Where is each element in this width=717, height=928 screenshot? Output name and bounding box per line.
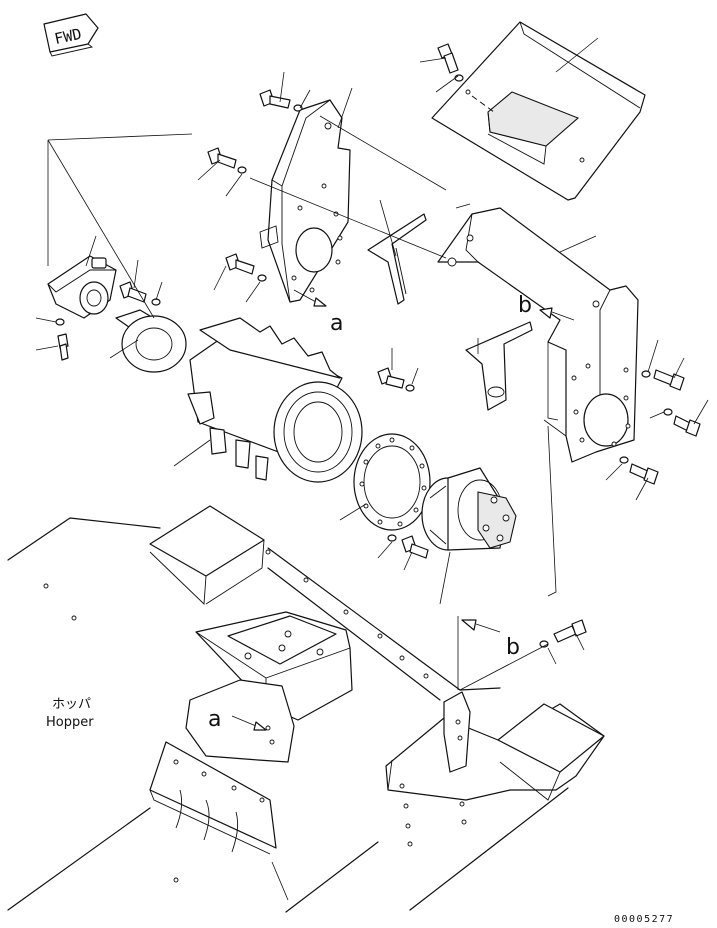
sprocket-drum bbox=[187, 317, 363, 483]
ref-label-a-lower: a bbox=[208, 707, 221, 732]
hopper-box bbox=[195, 611, 353, 721]
assembly-lines bbox=[47, 115, 567, 691]
right-hanger-bracket bbox=[437, 207, 639, 463]
right-gusset bbox=[465, 321, 533, 411]
ref-label-a-upper: a bbox=[330, 311, 343, 336]
drawing-code: 00005277 bbox=[614, 914, 674, 925]
top-cover-plate bbox=[431, 21, 646, 201]
ref-label-b-upper: b bbox=[518, 293, 532, 318]
ref-label-b-lower: b bbox=[506, 635, 520, 660]
flange-ring bbox=[353, 433, 431, 531]
upper-cover-plate bbox=[149, 505, 265, 605]
bearing-unit bbox=[47, 255, 117, 319]
leader-lines bbox=[35, 37, 709, 901]
main-frame bbox=[7, 517, 569, 913]
cover-bolt bbox=[437, 43, 464, 82]
bracket-bolts bbox=[207, 89, 303, 282]
right-bolts bbox=[619, 369, 701, 485]
ref-arrows bbox=[231, 289, 575, 731]
bearing-bolts bbox=[55, 281, 161, 361]
fwd-label: FWD bbox=[53, 25, 83, 48]
drive-shaft bbox=[115, 309, 187, 373]
hopper-label-jp: ホッパ bbox=[52, 697, 91, 712]
left-mount-bracket bbox=[259, 99, 351, 303]
lower-right-bolt bbox=[539, 619, 587, 648]
hatched-region bbox=[185, 679, 295, 763]
drum-bolts bbox=[377, 367, 415, 392]
hopper-label-en: Hopper bbox=[46, 715, 94, 730]
gusset-plate bbox=[367, 213, 427, 305]
hydraulic-motor bbox=[421, 467, 517, 551]
fwd-arrow-marker: FWD bbox=[43, 13, 99, 57]
hopper-flap bbox=[149, 741, 277, 855]
right-frame-box bbox=[385, 691, 605, 847]
flange-bolts bbox=[387, 534, 429, 559]
